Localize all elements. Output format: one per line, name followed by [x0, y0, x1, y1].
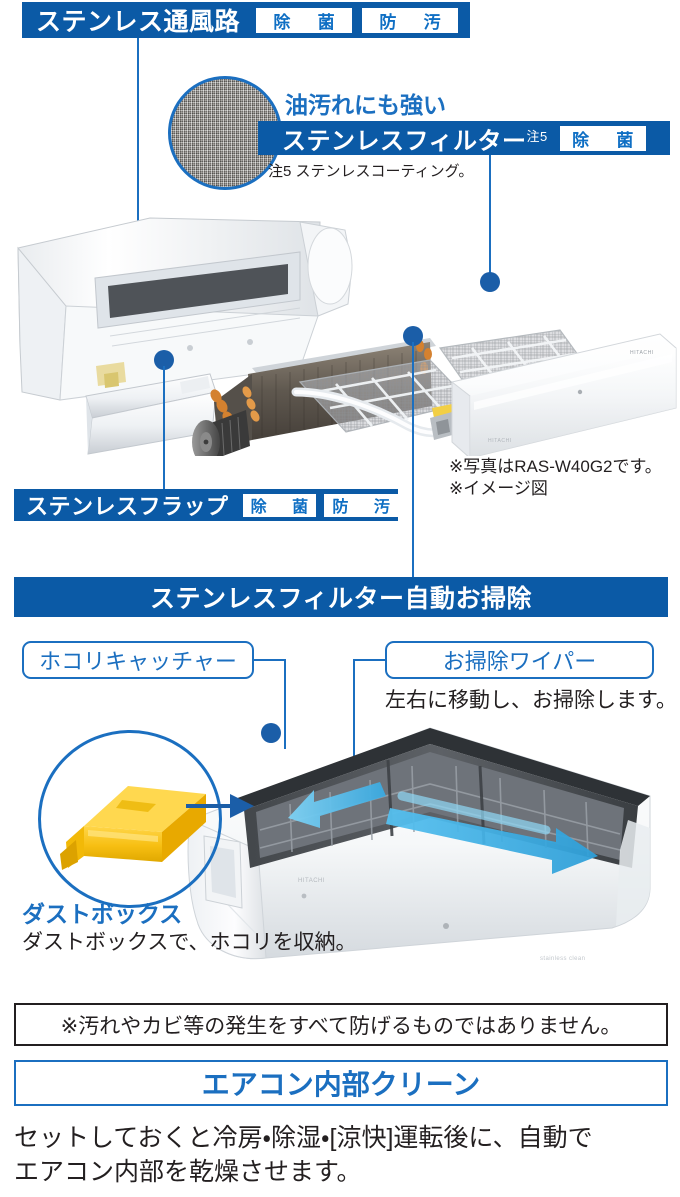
internal-clean-body-line-1: セットしておくと冷房・除湿・[涼快]運転後に、自動で	[14, 1124, 593, 1152]
badge-antibacterial-flap: 除 菌	[242, 493, 317, 517]
stainless-filter-title: ステンレスフィルター	[282, 127, 527, 155]
leader-line-wiper-h	[353, 659, 387, 661]
internal-clean-body-line-2: エアコン内部を乾燥させます。	[14, 1158, 362, 1186]
badge-antifouling: 防 汚	[362, 7, 459, 33]
badge-antibacterial: 除 菌	[256, 7, 353, 33]
label-cleaning-wiper: お掃除ワイパー	[385, 641, 654, 679]
leader-line-dust-catcher-v	[284, 659, 286, 749]
callout-dot-dust-catcher	[261, 723, 281, 743]
callout-dot-autoclean	[403, 326, 423, 346]
stainless-filter-header: ステンレスフィルター 注5 除 菌	[258, 121, 670, 155]
photo-caption-model: ※写真はRAS-W40G2です。	[449, 457, 662, 476]
disclaimer-text: ※汚れやカビ等の発生をすべて防げるものではありません。	[60, 1014, 622, 1038]
disclaimer-box: ※汚れやカビ等の発生をすべて防げるものではありません。	[14, 1003, 668, 1046]
leader-line-dust-catcher-h	[254, 659, 286, 661]
svg-text:stainless clean: stainless clean	[540, 956, 585, 962]
photo-caption-note: ※イメージ図	[449, 479, 548, 498]
leader-line-airway	[137, 38, 139, 306]
internal-clean-box: エアコン内部クリーン	[14, 1060, 668, 1106]
stainless-airway-title: ステンレス通風路	[36, 8, 241, 36]
stainless-filter-note-ref: 注5	[526, 129, 548, 144]
filter-footnote: 注5 ステンレスコーティング。	[268, 163, 474, 180]
badge-antifouling-flap: 防 汚	[324, 493, 398, 517]
label-dust-catcher: ホコリキャッチャー	[22, 641, 254, 679]
leader-line-flap	[163, 366, 165, 491]
auto-clean-banner: ステンレスフィルター自動お掃除	[14, 577, 668, 617]
wiper-description: 左右に移動し、お掃除します。	[385, 689, 677, 712]
callout-dot-filter	[480, 272, 500, 292]
leader-line-autoclean	[412, 342, 414, 577]
dustbox-connector-arrow	[186, 790, 256, 820]
stainless-airway-header: ステンレス通風路 除 菌 防 汚	[22, 2, 470, 38]
dustbox-illustration	[58, 770, 218, 880]
auto-clean-product-photo: HITACHI stainless clean	[180, 700, 680, 970]
stainless-flap-title: ステンレスフラップ	[26, 494, 229, 519]
dustbox-title: ダストボックス	[22, 901, 183, 927]
label-dust-catcher-text: ホコリキャッチャー	[39, 649, 237, 674]
badge-antibacterial-filter: 除 菌	[559, 125, 646, 151]
internal-clean-title: エアコン内部クリーン	[201, 1069, 481, 1100]
svg-text:HITACHI: HITACHI	[298, 878, 325, 884]
leader-line-wiper-v	[353, 659, 355, 784]
leader-line-filter	[489, 155, 491, 280]
svg-text:HITACHI: HITACHI	[488, 438, 512, 444]
dustbox-description: ダストボックスで、ホコリを収納。	[22, 931, 357, 954]
stainless-flap-header: ステンレスフラップ 除 菌 防 汚	[14, 489, 398, 521]
dustbox-inset-circle	[38, 730, 222, 908]
label-cleaning-wiper-text: お掃除ワイパー	[442, 649, 597, 674]
exploded-product-photo: HITACHI HITACHI	[0, 196, 680, 456]
auto-clean-banner-title: ステンレスフィルター自動お掃除	[149, 585, 532, 613]
filter-lead-text: 油汚れにも強い	[285, 92, 446, 118]
callout-dot-flap	[154, 350, 174, 370]
svg-text:HITACHI: HITACHI	[630, 350, 654, 356]
